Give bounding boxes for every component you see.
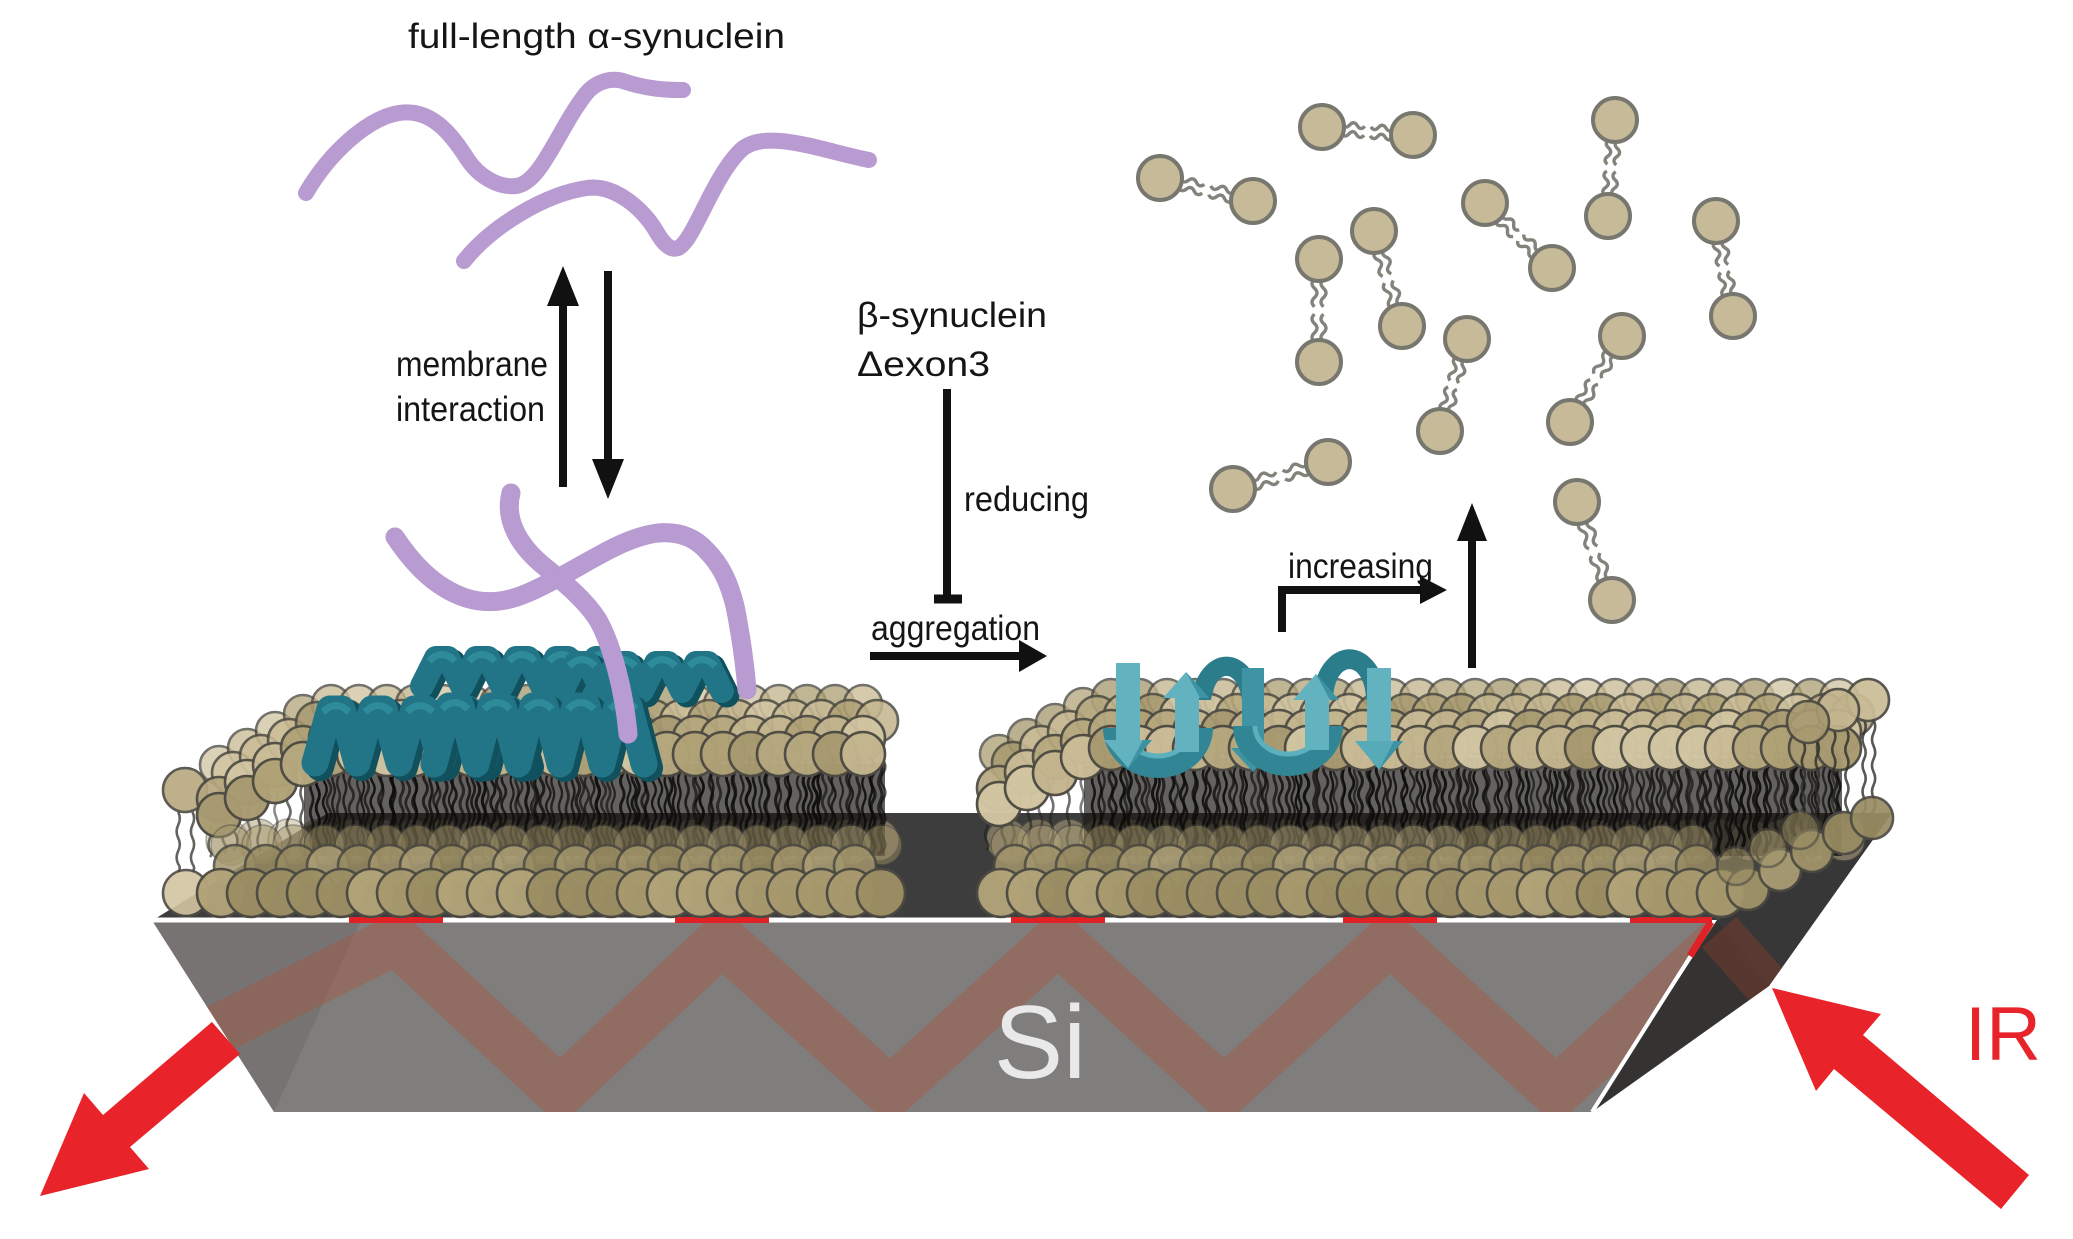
- svg-text:β-synuclein: β-synuclein: [857, 296, 1047, 335]
- svg-text:reducing: reducing: [964, 480, 1089, 519]
- svg-text:IR: IR: [1965, 992, 2041, 1077]
- svg-text:full-length α-synuclein: full-length α-synuclein: [408, 17, 785, 56]
- svg-text:Δexon3: Δexon3: [857, 345, 990, 384]
- svg-text:Si: Si: [994, 985, 1086, 1101]
- svg-text:aggregation: aggregation: [871, 609, 1040, 648]
- svg-text:interaction: interaction: [396, 390, 545, 429]
- svg-text:increasing: increasing: [1288, 547, 1433, 586]
- svg-text:membrane: membrane: [396, 345, 548, 384]
